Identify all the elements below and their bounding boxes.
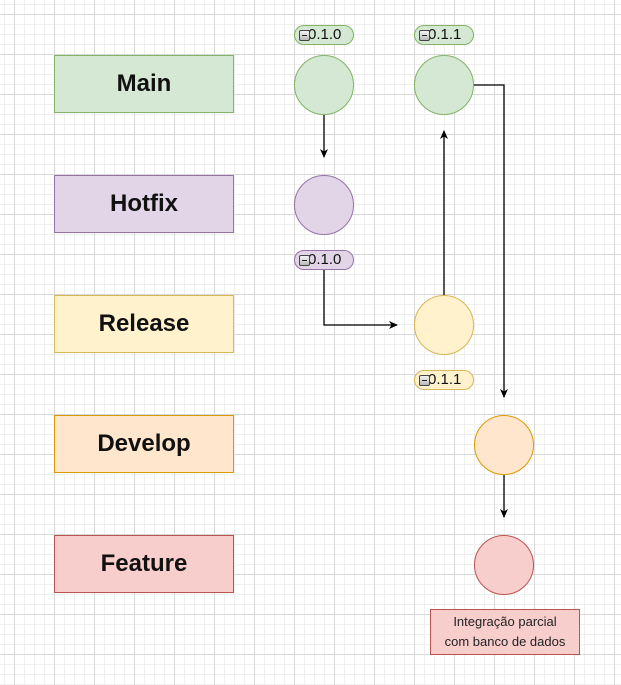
tag-icon [299, 29, 310, 41]
lane-main-label: Main [116, 70, 172, 97]
tag-icon [419, 374, 430, 386]
tag-main-second[interactable]: 0.1.1 [414, 25, 474, 45]
tag-icon [419, 29, 430, 41]
lane-main[interactable]: Main [54, 55, 234, 113]
lane-feature[interactable]: Feature [54, 535, 234, 593]
edge-main-to-develop[interactable] [474, 84, 508, 398]
lane-develop[interactable]: Develop [54, 415, 234, 473]
lane-hotfix-label: Hotfix [110, 190, 178, 217]
feature-note[interactable]: Integração parcial com banco de dados [430, 609, 580, 655]
lane-hotfix[interactable]: Hotfix [54, 175, 234, 233]
lane-develop-label: Develop [97, 430, 191, 457]
tag-main-first[interactable]: 0.1.0 [294, 25, 354, 45]
lane-release-label: Release [98, 310, 190, 337]
commit-feature[interactable] [474, 535, 534, 595]
tag-hotfix[interactable]: 0.1.0 [294, 250, 354, 270]
tag-hotfix-text: 0.1.0 [308, 251, 342, 268]
tag-main-first-text: 0.1.0 [308, 26, 342, 43]
commit-release[interactable] [414, 295, 474, 355]
tag-icon [299, 254, 310, 266]
edge-hotfix-to-release[interactable] [323, 270, 398, 329]
commit-main-2[interactable] [414, 55, 474, 115]
commit-hotfix[interactable] [294, 175, 354, 235]
tag-release-text: 0.1.1 [428, 371, 462, 388]
lane-release[interactable]: Release [54, 295, 234, 353]
feature-note-line2: com banco de dados [444, 634, 566, 649]
feature-note-line1: Integração parcial [453, 614, 557, 629]
lane-feature-label: Feature [100, 550, 188, 577]
tag-main-second-text: 0.1.1 [428, 26, 462, 43]
commit-main-1[interactable] [294, 55, 354, 115]
commit-develop[interactable] [474, 415, 534, 475]
tag-release[interactable]: 0.1.1 [414, 370, 474, 390]
